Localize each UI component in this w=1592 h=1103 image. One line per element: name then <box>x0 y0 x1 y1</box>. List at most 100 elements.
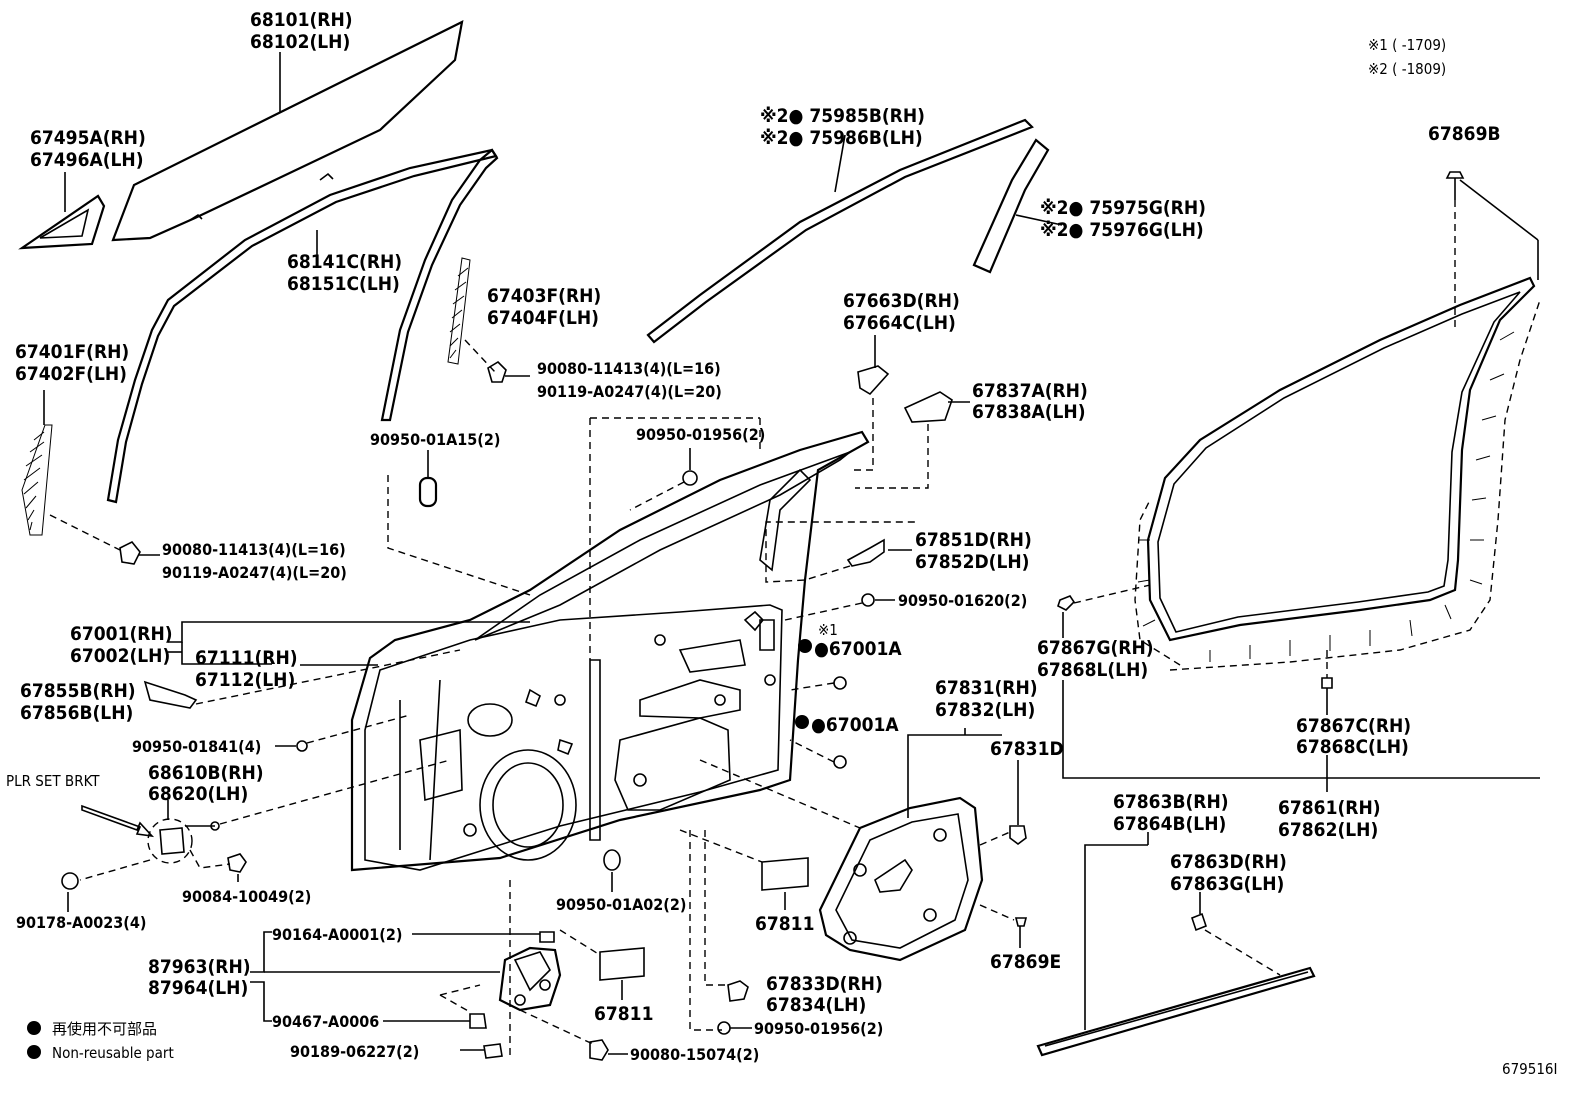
plug-01A15 <box>387 450 531 596</box>
note-2: ※2 ( -1809) <box>1368 60 1446 78</box>
label-90950-01841: 90950-01841(4) <box>132 737 261 756</box>
label-67401F: 67401F(RH) <box>15 341 129 363</box>
labels: 68101(RH) 68102(LH) 67495A(RH) 67496A(LH… <box>6 9 1501 1064</box>
note-1: ※1 ( -1709) <box>1368 36 1446 54</box>
label-67856B: 67856B(LH) <box>20 702 133 724</box>
legend-en: Non-reusable part <box>52 1044 174 1062</box>
label-67864B: 67864B(LH) <box>1113 813 1226 835</box>
label-67664C: 67664C(LH) <box>843 312 956 334</box>
label-68102: 68102(LH) <box>250 31 350 53</box>
rocker-moulding <box>1036 832 1316 1057</box>
label-67867C: 67867C(RH) <box>1296 715 1411 737</box>
label-67811-b: 67811 <box>594 1003 653 1025</box>
label-67868L: 67868L(LH) <box>1037 659 1148 681</box>
label-90467: 90467-A0006 <box>272 1012 379 1031</box>
label-87964: 87964(LH) <box>148 977 248 999</box>
label-90164: 90164-A0001(2) <box>272 925 402 944</box>
label-68141C: 68141C(RH) <box>287 251 402 273</box>
label-87963: 87963(RH) <box>148 956 251 978</box>
window-glass <box>111 20 464 242</box>
clip-90950-01620 <box>784 593 895 621</box>
label-68101: 68101(RH) <box>250 9 353 31</box>
label-67869E: 67869E <box>990 951 1061 973</box>
door-check <box>855 391 970 489</box>
plug-01956-top <box>629 448 698 511</box>
label-67831: 67831(RH) <box>935 677 1038 699</box>
label-67837A: 67837A(RH) <box>972 380 1088 402</box>
label-90950-01956-a: 90950-01956(2) <box>636 425 765 444</box>
belt-moulding-upper <box>646 118 1034 344</box>
label-67404F: 67404F(LH) <box>487 307 599 329</box>
legend: 再使用不可部品 Non-reusable part <box>27 1020 174 1062</box>
diagram-id: 679516I <box>1502 1060 1557 1078</box>
label-90189: 90189-06227(2) <box>290 1042 419 1061</box>
door-lock <box>250 931 628 1061</box>
label-67862: 67862(LH) <box>1278 819 1378 841</box>
corner-piece <box>18 172 106 250</box>
bracket-67851 <box>765 521 916 583</box>
label-67495A: 67495A(RH) <box>30 127 146 149</box>
label-67863B: 67863B(RH) <box>1113 791 1229 813</box>
label-67832: 67832(LH) <box>935 699 1035 721</box>
label-90178: 90178-A0023(4) <box>16 913 146 932</box>
division-bar <box>21 390 160 565</box>
label-67852D: 67852D(LH) <box>915 551 1029 573</box>
garnish-piece <box>852 335 890 471</box>
leader-lines <box>509 417 761 1060</box>
label-67002: 67002(LH) <box>70 645 170 667</box>
label-90080-b: 90080-11413(4)(L=16) <box>162 540 346 559</box>
label-90950-01620: 90950-01620(2) <box>898 591 1027 610</box>
label-90084: 90084-10049(2) <box>182 887 311 906</box>
label-90950-01956-b: 90950-01956(2) <box>754 1019 883 1038</box>
label-plr-set-brkt: PLR SET BRKT <box>6 772 100 790</box>
plug-01A02 <box>603 849 621 892</box>
label-67861: 67861(RH) <box>1278 797 1381 819</box>
label-90080-a: 90080-11413(4)(L=16) <box>537 359 721 378</box>
door-panel <box>350 430 870 872</box>
weatherstrip <box>1057 171 1541 792</box>
plr-bracket <box>61 759 451 912</box>
run-channel <box>106 148 499 504</box>
label-67833D: 67833D(RH) <box>766 973 883 995</box>
label-67867G: 67867G(RH) <box>1037 637 1154 659</box>
label-75976G: ※2● 75976G(LH) <box>1040 219 1204 241</box>
clips-67001A <box>789 639 847 769</box>
part-67833 <box>717 980 752 1035</box>
sheets-67811 <box>559 829 809 1000</box>
label-90950-01A15: 90950-01A15(2) <box>370 430 500 449</box>
label-67834: 67834(LH) <box>766 994 866 1016</box>
label-68610B: 68610B(RH) <box>148 762 264 784</box>
label-75975G: ※2● 75975G(RH) <box>1040 197 1206 219</box>
label-67811-a: 67811 <box>755 913 814 935</box>
label-67001A-a: ●67001A <box>814 638 902 660</box>
bullet-icon <box>27 1045 41 1059</box>
label-67838A: 67838A(LH) <box>972 401 1086 423</box>
label-67111: 67111(RH) <box>195 647 298 669</box>
service-cover <box>699 728 1028 962</box>
label-67001A-b: ●67001A <box>811 714 899 736</box>
label-90080-c: 90080-15074(2) <box>630 1045 759 1064</box>
label-67863G: 67863G(LH) <box>1170 873 1284 895</box>
label-75986B: ※2● 75986B(LH) <box>760 127 923 149</box>
bullet-icon <box>27 1021 41 1035</box>
label-67403F: 67403F(RH) <box>487 285 601 307</box>
label-67868C: 67868C(LH) <box>1296 736 1409 758</box>
label-90950-01A02: 90950-01A02(2) <box>556 895 686 914</box>
label-67496A: 67496A(LH) <box>30 149 144 171</box>
label-67402F: 67402F(LH) <box>15 363 127 385</box>
label-67001: 67001(RH) <box>70 623 173 645</box>
label-68151C: 68151C(LH) <box>287 273 400 295</box>
label-75985B: ※2● 75985B(RH) <box>760 105 925 127</box>
label-68620: 68620(LH) <box>148 783 248 805</box>
label-67663D: 67663D(RH) <box>843 290 960 312</box>
legend-jp: 再使用不可部品 <box>52 1020 157 1038</box>
label-67869B: 67869B <box>1428 123 1501 145</box>
label-67863D: 67863D(RH) <box>1170 851 1287 873</box>
label-67831D: 67831D <box>990 738 1064 760</box>
glass-run-piece <box>447 257 530 383</box>
notes: ※1 ( -1709) ※2 ( -1809) <box>1368 36 1446 78</box>
label-90119-b: 90119-A0247(4)(L=20) <box>162 563 347 582</box>
belt-moulding-side <box>972 138 1063 274</box>
